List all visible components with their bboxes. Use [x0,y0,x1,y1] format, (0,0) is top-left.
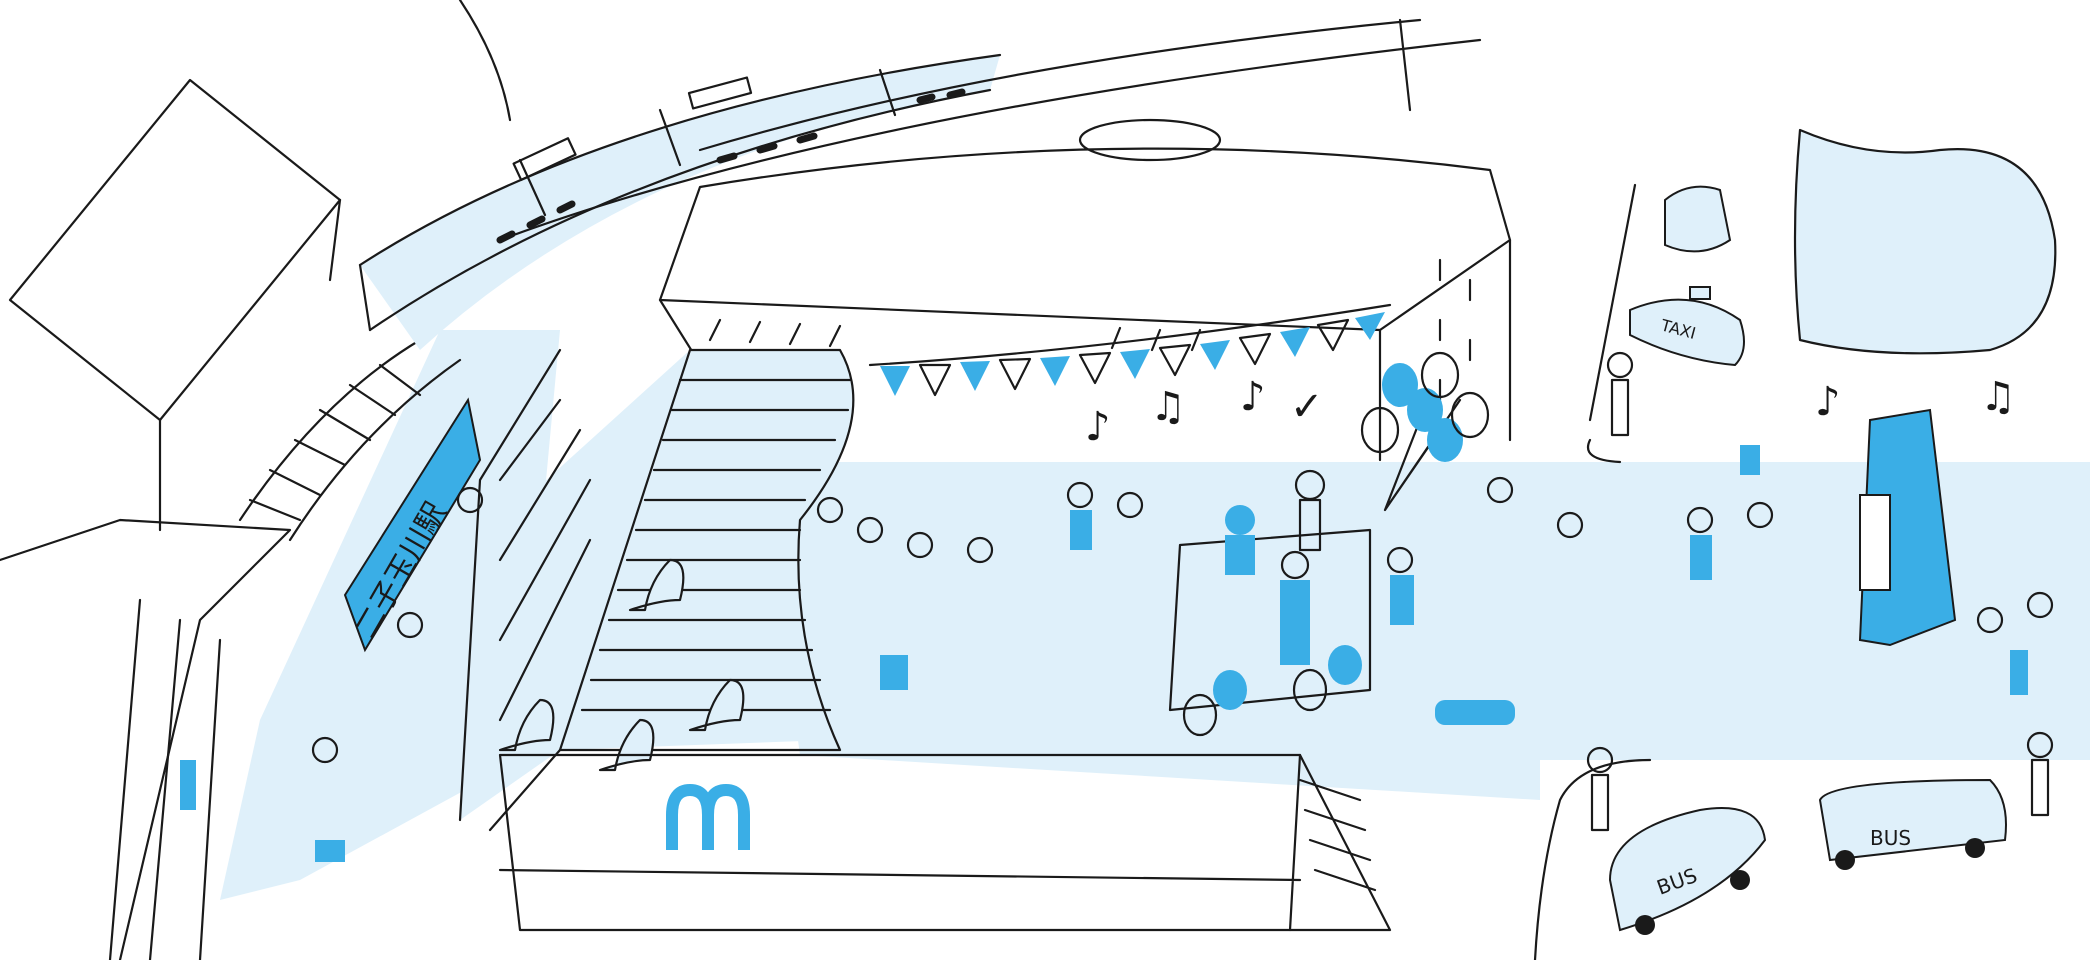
svg-text:♪: ♪ [1240,374,1266,420]
svg-text:✓: ✓ [1290,384,1324,430]
taxi: TAXI [1629,286,1745,367]
crowd [180,445,2054,862]
right-street [1533,183,1652,960]
svg-text:♪: ♪ [1815,379,1841,425]
m-logo [666,783,750,850]
svg-text:♫: ♫ [1150,384,1186,430]
lower-building [498,753,1392,932]
lamp-posts [1586,351,2054,832]
stage [1168,469,1372,712]
bus-2: BUS [1818,778,2007,870]
piano [1858,408,1957,647]
window [1793,128,2057,355]
bus-2-label: BUS [1870,826,1911,850]
railway-tracks [238,338,462,542]
svg-text:♪: ♪ [1085,404,1111,450]
birds [498,558,745,772]
left-buildings [0,78,342,960]
balloons [1182,351,1490,737]
plaza-ground [760,462,2090,800]
train [358,53,1002,350]
small-car [1664,185,1732,253]
bunting [868,303,1392,397]
svg-text:♫: ♫ [1980,374,2016,420]
music-notes: ♪ ♫ ♪ ✓ ♪ ♫ [1085,374,2016,450]
bus-1: BUS [1608,807,1767,935]
